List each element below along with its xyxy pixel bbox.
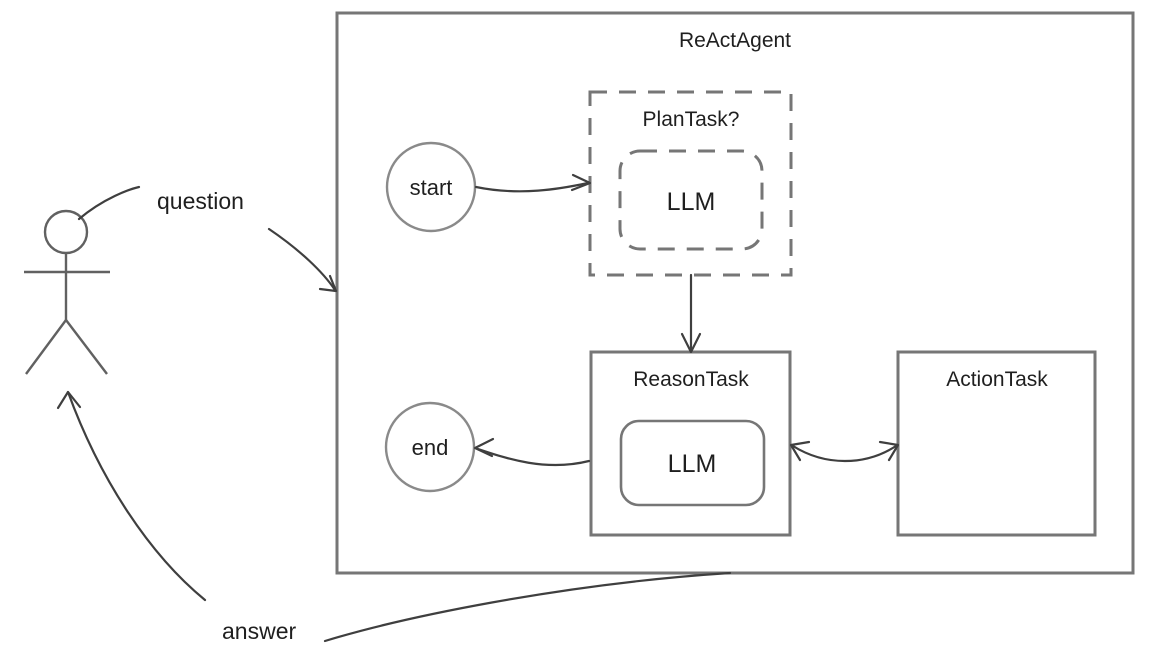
edge-reason-to-end[interactable] — [473, 437, 591, 467]
edge-answer[interactable]: answer — [56, 390, 732, 644]
reason-task-label: ReasonTask — [633, 368, 749, 391]
end-node-circle — [384, 401, 476, 493]
edge-plan-to-reason-arrowhead — [680, 332, 702, 354]
edge-start-to-plan-line — [474, 181, 590, 193]
action-task-node[interactable]: ActionTask — [896, 350, 1097, 537]
edge-plan-to-reason[interactable] — [680, 273, 702, 354]
start-node-label: start — [410, 175, 453, 200]
react-agent-container-label: ReActAgent — [679, 29, 791, 52]
edge-answer-arrowhead — [56, 390, 82, 410]
edge-question-line — [267, 227, 337, 292]
edge-question[interactable]: question — [77, 185, 338, 293]
reason-task-llm-box — [619, 419, 766, 507]
edge-reason-to-end-arrowhead — [473, 437, 495, 458]
user-stick-figure[interactable] — [24, 209, 110, 375]
action-task-label: ActionTask — [946, 368, 1048, 391]
edge-reason-action-line — [791, 444, 898, 462]
edge-start-to-plan[interactable] — [474, 173, 592, 193]
end-node-label: end — [412, 435, 449, 460]
plan-task-llm-box — [618, 149, 764, 251]
edge-question-stub — [77, 185, 141, 221]
user-legs-line — [25, 319, 108, 375]
edge-reason-action[interactable] — [789, 440, 900, 462]
start-node[interactable]: start — [385, 141, 477, 233]
action-task-box — [896, 350, 1097, 537]
edge-question-label: question — [157, 188, 244, 214]
edge-question-arrowhead — [318, 274, 338, 293]
edge-start-to-plan-arrowhead — [570, 173, 592, 192]
edge-reason-to-end-line — [476, 447, 591, 467]
reason-task-llm-label: LLM — [668, 450, 717, 478]
reason-task-node[interactable]: ReasonTask LLM — [589, 350, 792, 537]
edge-answer-line-right — [323, 571, 732, 643]
plan-task-label: PlanTask? — [643, 108, 740, 131]
edge-reason-action-arrowhead-left — [789, 440, 811, 462]
edge-answer-label: answer — [222, 618, 296, 644]
plan-task-llm-label: LLM — [667, 188, 716, 216]
end-node[interactable]: end — [384, 401, 476, 493]
edge-answer-line-left — [66, 390, 207, 602]
edge-reason-action-arrowhead-right — [878, 440, 900, 462]
